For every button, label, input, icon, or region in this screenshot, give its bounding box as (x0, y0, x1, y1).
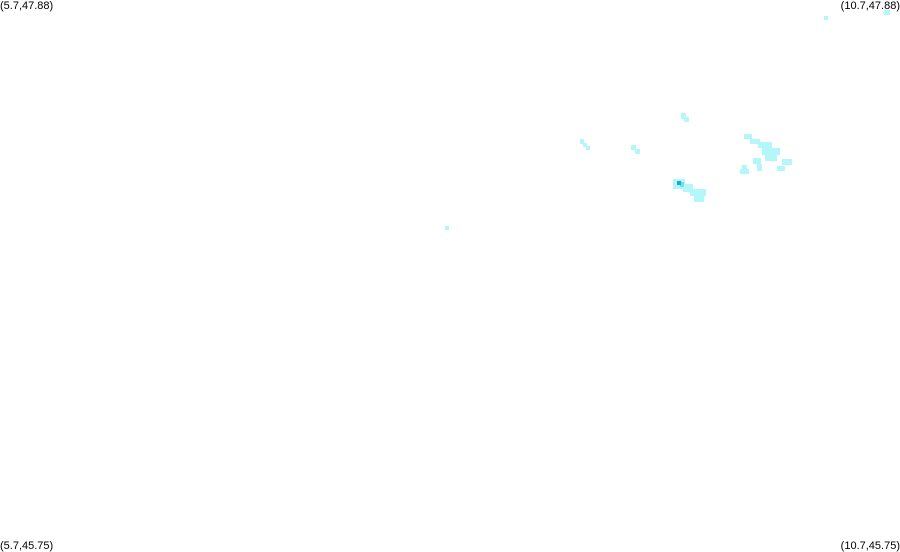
data-cell (750, 139, 760, 144)
data-cell (586, 146, 590, 150)
data-cell (694, 196, 704, 202)
corner-label-top-left: (5.7,47.88) (0, 0, 54, 12)
corner-label-top-right: (10.7,47.88) (840, 0, 900, 12)
data-cell (758, 142, 772, 148)
data-cell (684, 117, 689, 122)
data-cell (681, 113, 686, 119)
data-cell (740, 169, 749, 174)
cluster-f (445, 226, 449, 230)
data-cell (753, 158, 761, 164)
data-cell (583, 143, 587, 147)
cluster-c (631, 145, 640, 154)
data-cell (445, 226, 449, 230)
data-cell (677, 181, 681, 185)
corner-label-bottom-right: (10.7,45.75) (840, 540, 900, 552)
cluster-top-right-corner (824, 10, 890, 20)
cluster-a (681, 113, 689, 122)
data-cell (635, 149, 640, 154)
data-cell (777, 166, 785, 171)
data-cell (884, 10, 890, 15)
data-cell (824, 16, 828, 20)
data-cell (744, 134, 752, 139)
data-cell (680, 182, 684, 187)
data-cell (690, 189, 706, 196)
corner-label-bottom-left: (5.7,45.75) (0, 540, 54, 552)
data-cell (782, 159, 792, 165)
data-cell (765, 155, 777, 161)
data-cell (762, 148, 780, 155)
data-cell (580, 139, 584, 144)
data-cell (757, 164, 762, 171)
data-cell (683, 184, 693, 192)
data-cell (742, 165, 747, 170)
data-cell (631, 145, 636, 150)
cluster-e (673, 179, 706, 202)
cluster-d (740, 134, 792, 174)
cluster-b (580, 139, 590, 150)
